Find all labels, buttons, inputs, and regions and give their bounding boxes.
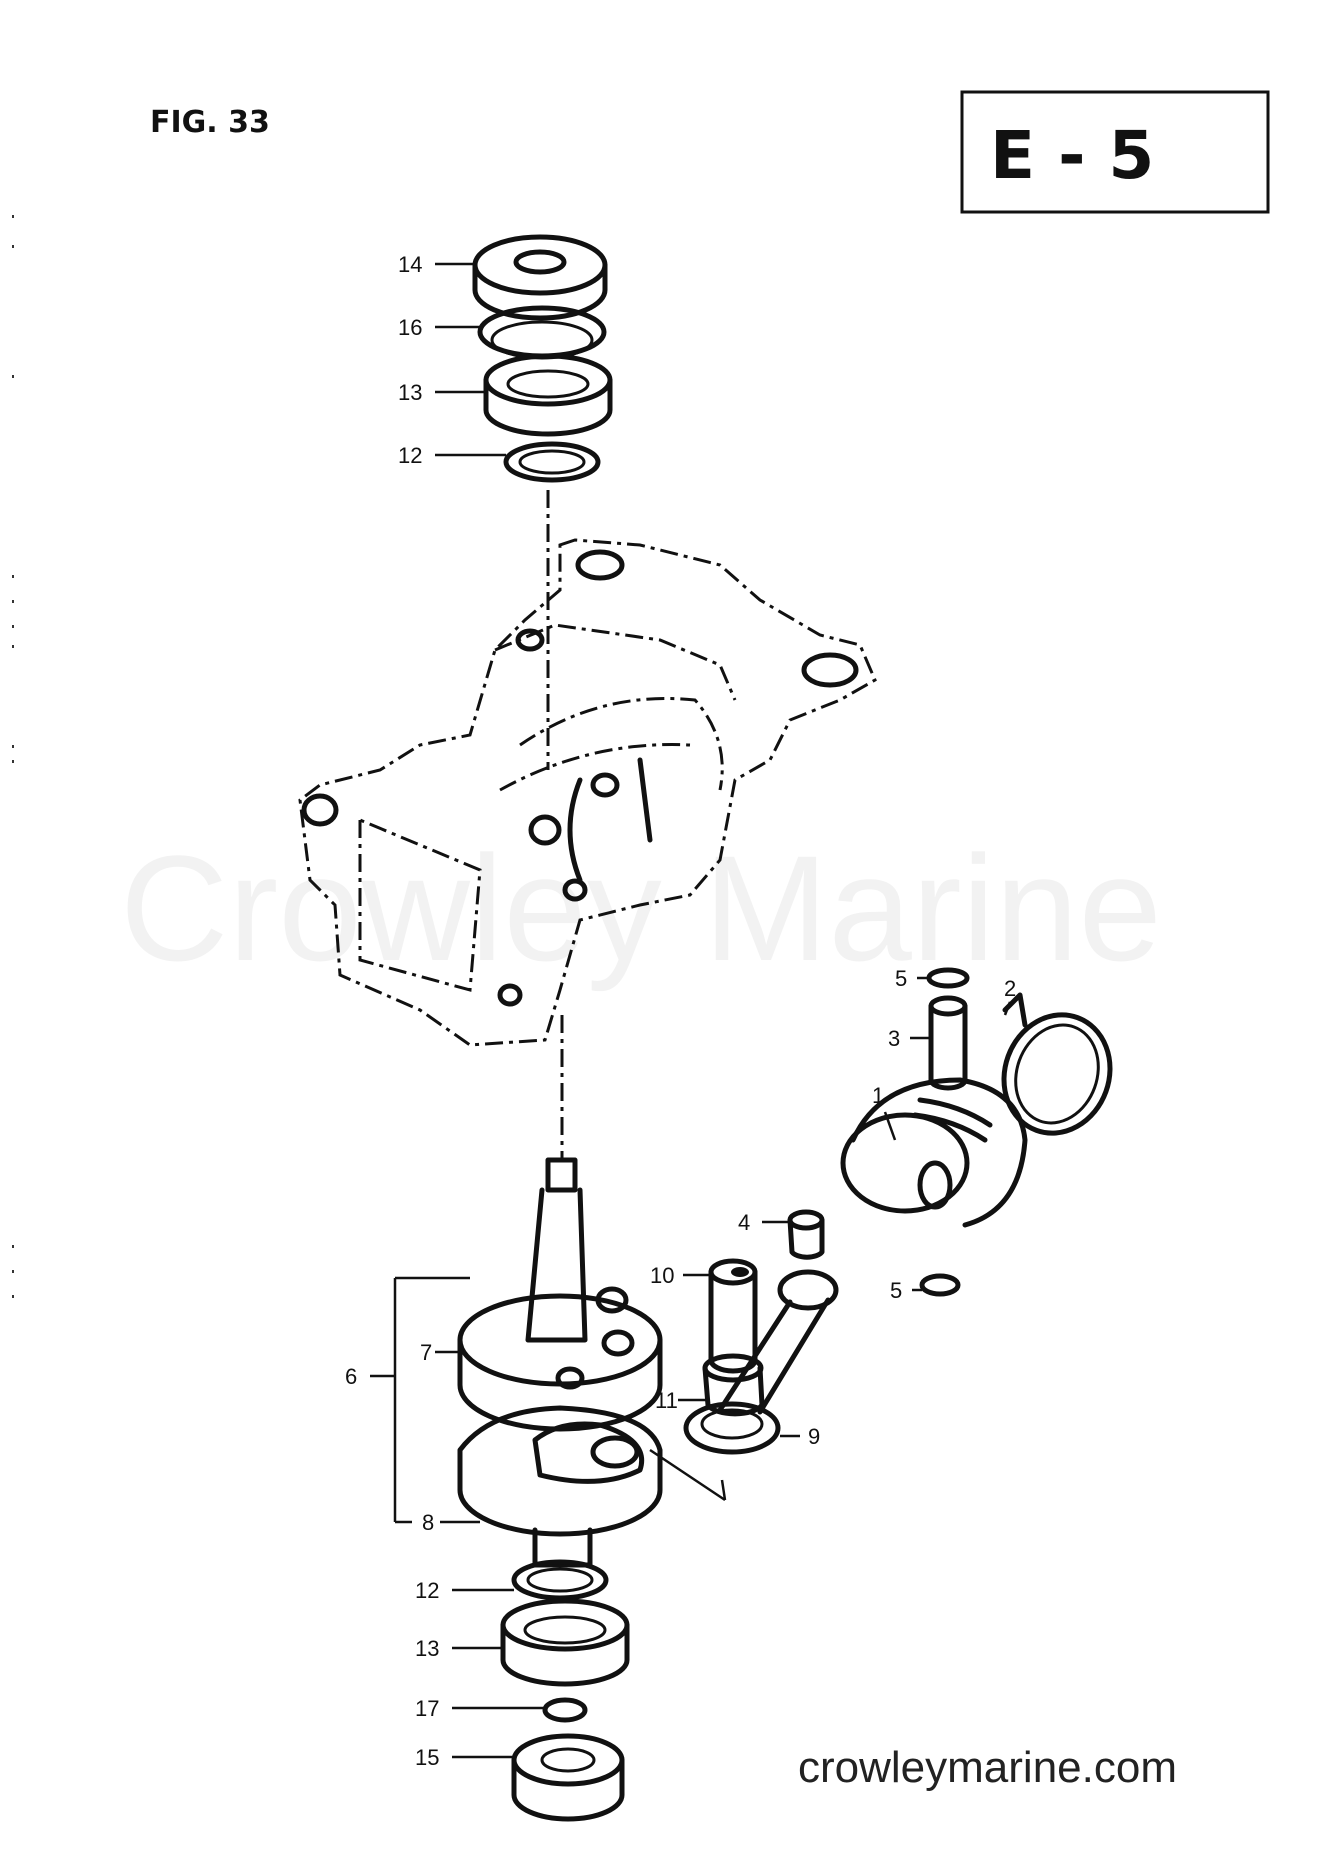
crankcase	[298, 538, 877, 1047]
upper-washer	[503, 441, 601, 483]
callout-16: 16	[398, 315, 422, 340]
callout-12-lower: 12	[415, 1578, 439, 1603]
crank-pin	[708, 1258, 758, 1374]
connecting-rod	[683, 1269, 839, 1455]
section-code-box: E - 5	[960, 90, 1270, 214]
callout-6: 6	[345, 1364, 357, 1389]
callout-2: 2	[1004, 976, 1016, 1001]
crankshaft-lower-journal	[532, 1527, 593, 1568]
margin-marks	[12, 215, 14, 1298]
website-text: crowleymarine.com	[798, 1743, 1177, 1792]
section-code: E - 5	[990, 117, 1154, 194]
assembly-bracket-6	[370, 1276, 470, 1524]
callout-13-upper: 13	[398, 380, 422, 405]
callout-9: 9	[808, 1424, 820, 1449]
center-axis-lines	[546, 490, 564, 1160]
crankshaft-lower	[457, 1405, 663, 1537]
figure-label: FIG. 33	[150, 105, 270, 140]
piston-pin-circlip-bottom	[919, 1273, 961, 1297]
callout-14-upper: 14	[398, 252, 422, 277]
callout-12-upper: 12	[398, 443, 422, 468]
callout-7: 7	[420, 1340, 432, 1365]
piston-rings	[1001, 992, 1113, 1136]
callout-15: 15	[415, 1745, 439, 1770]
callout-10: 10	[650, 1263, 674, 1288]
watermark-text: Crowley Marine	[120, 824, 1162, 992]
lower-oil-seal	[511, 1733, 625, 1822]
small-end-needle-bearing	[787, 1209, 825, 1260]
callout-5-upper: 5	[895, 966, 907, 991]
callout-11: 11	[655, 1388, 678, 1413]
lower-o-ring	[542, 1697, 588, 1723]
callout-labels: 14 16 13 12 5 2 3 1 4 10 5 6 7 11 9 8 12…	[345, 252, 1016, 1770]
callout-8: 8	[422, 1510, 434, 1535]
lower-washer	[511, 1559, 609, 1601]
callout-5-lower: 5	[890, 1278, 902, 1303]
piston	[840, 1077, 1028, 1228]
leader-lines	[435, 262, 1012, 1759]
callout-17: 17	[415, 1696, 439, 1721]
upper-ball-bearing	[483, 353, 613, 437]
callout-4: 4	[738, 1210, 750, 1235]
crankshaft-upper	[457, 1157, 663, 1432]
lower-ball-bearing	[500, 1598, 630, 1687]
callout-3: 3	[888, 1026, 900, 1051]
piston-pin	[928, 995, 968, 1091]
callout-13-lower: 13	[415, 1636, 439, 1661]
callout-1: 1	[872, 1083, 884, 1108]
upper-oil-seal	[472, 234, 608, 321]
